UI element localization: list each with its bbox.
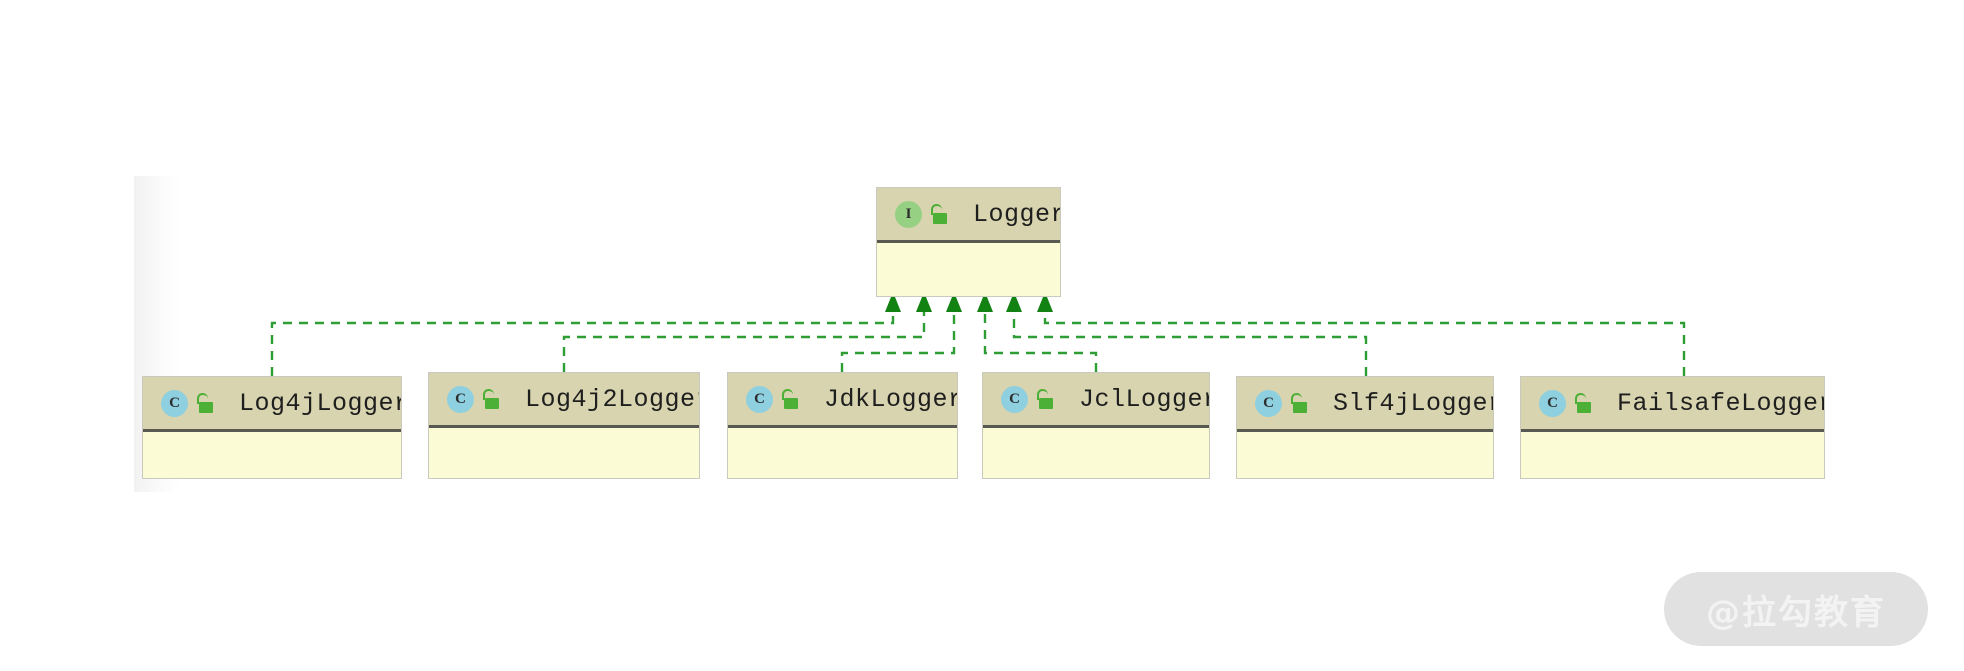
- uml-class-jdklogger[interactable]: C JdkLogger: [727, 372, 958, 479]
- unlocked-padlock-icon: [481, 387, 503, 411]
- uml-class-slf4jlogger-members: [1237, 432, 1493, 478]
- edge-log4jlogger: [270, 308, 895, 376]
- uml-class-jdklogger-members: [728, 428, 957, 478]
- watermark-badge: @拉勾教育: [1664, 572, 1928, 646]
- edge-jcllogger: [983, 308, 1098, 372]
- uml-class-slf4jlogger-title: Slf4jLogger: [1333, 388, 1493, 418]
- uml-class-failsafelogger-title: FailsafeLogger: [1617, 388, 1824, 418]
- class-badge-icon: C: [746, 385, 773, 413]
- interface-badge-icon: I: [895, 200, 922, 228]
- unlocked-padlock-icon: [1035, 387, 1057, 411]
- edge-jdklogger: [840, 308, 956, 372]
- uml-interface-logger[interactable]: I Logger: [876, 187, 1061, 297]
- uml-class-jcllogger-title: JclLogger: [1079, 384, 1209, 414]
- uml-class-log4jlogger-header: C Log4jLogger: [143, 377, 401, 432]
- unlocked-padlock-icon: [780, 387, 802, 411]
- unlocked-padlock-icon: [195, 391, 217, 415]
- uml-class-failsafelogger-members: [1521, 432, 1824, 478]
- uml-class-slf4jlogger-header: C Slf4jLogger: [1237, 377, 1493, 432]
- uml-class-log4j2logger-title: Log4j2Logger: [525, 384, 699, 414]
- uml-class-jcllogger-header: C JclLogger: [983, 373, 1209, 428]
- uml-class-log4jlogger-title: Log4jLogger: [239, 388, 401, 418]
- uml-class-log4j2logger-header: C Log4j2Logger: [429, 373, 699, 428]
- unlocked-padlock-icon: [1573, 391, 1595, 415]
- class-badge-icon: C: [447, 385, 474, 413]
- unlocked-padlock-icon: [1289, 391, 1311, 415]
- class-badge-icon: C: [1255, 389, 1282, 417]
- class-badge-icon: C: [161, 389, 188, 417]
- unlocked-padlock-icon: [929, 202, 951, 226]
- uml-class-jdklogger-title: JdkLogger: [824, 384, 957, 414]
- uml-interface-logger-title: Logger: [973, 199, 1060, 229]
- uml-class-log4jlogger[interactable]: C Log4jLogger: [142, 376, 402, 479]
- uml-interface-logger-header: I Logger: [877, 188, 1060, 243]
- class-badge-icon: C: [1001, 385, 1028, 413]
- watermark-text: @拉勾教育: [1706, 592, 1886, 633]
- edge-log4j2logger: [562, 308, 926, 372]
- uml-class-log4jlogger-members: [143, 432, 401, 478]
- edge-failsafelogger: [1043, 308, 1686, 376]
- uml-class-log4j2logger-members: [429, 428, 699, 478]
- class-badge-icon: C: [1539, 389, 1566, 417]
- uml-interface-logger-members: [877, 243, 1060, 296]
- uml-class-failsafelogger-header: C FailsafeLogger: [1521, 377, 1824, 432]
- uml-class-jdklogger-header: C JdkLogger: [728, 373, 957, 428]
- uml-class-slf4jlogger[interactable]: C Slf4jLogger: [1236, 376, 1494, 479]
- edge-slf4jlogger: [1012, 308, 1368, 376]
- uml-class-jcllogger[interactable]: C JclLogger: [982, 372, 1210, 479]
- uml-class-failsafelogger[interactable]: C FailsafeLogger: [1520, 376, 1825, 479]
- uml-class-jcllogger-members: [983, 428, 1209, 478]
- uml-class-log4j2logger[interactable]: C Log4j2Logger: [428, 372, 700, 479]
